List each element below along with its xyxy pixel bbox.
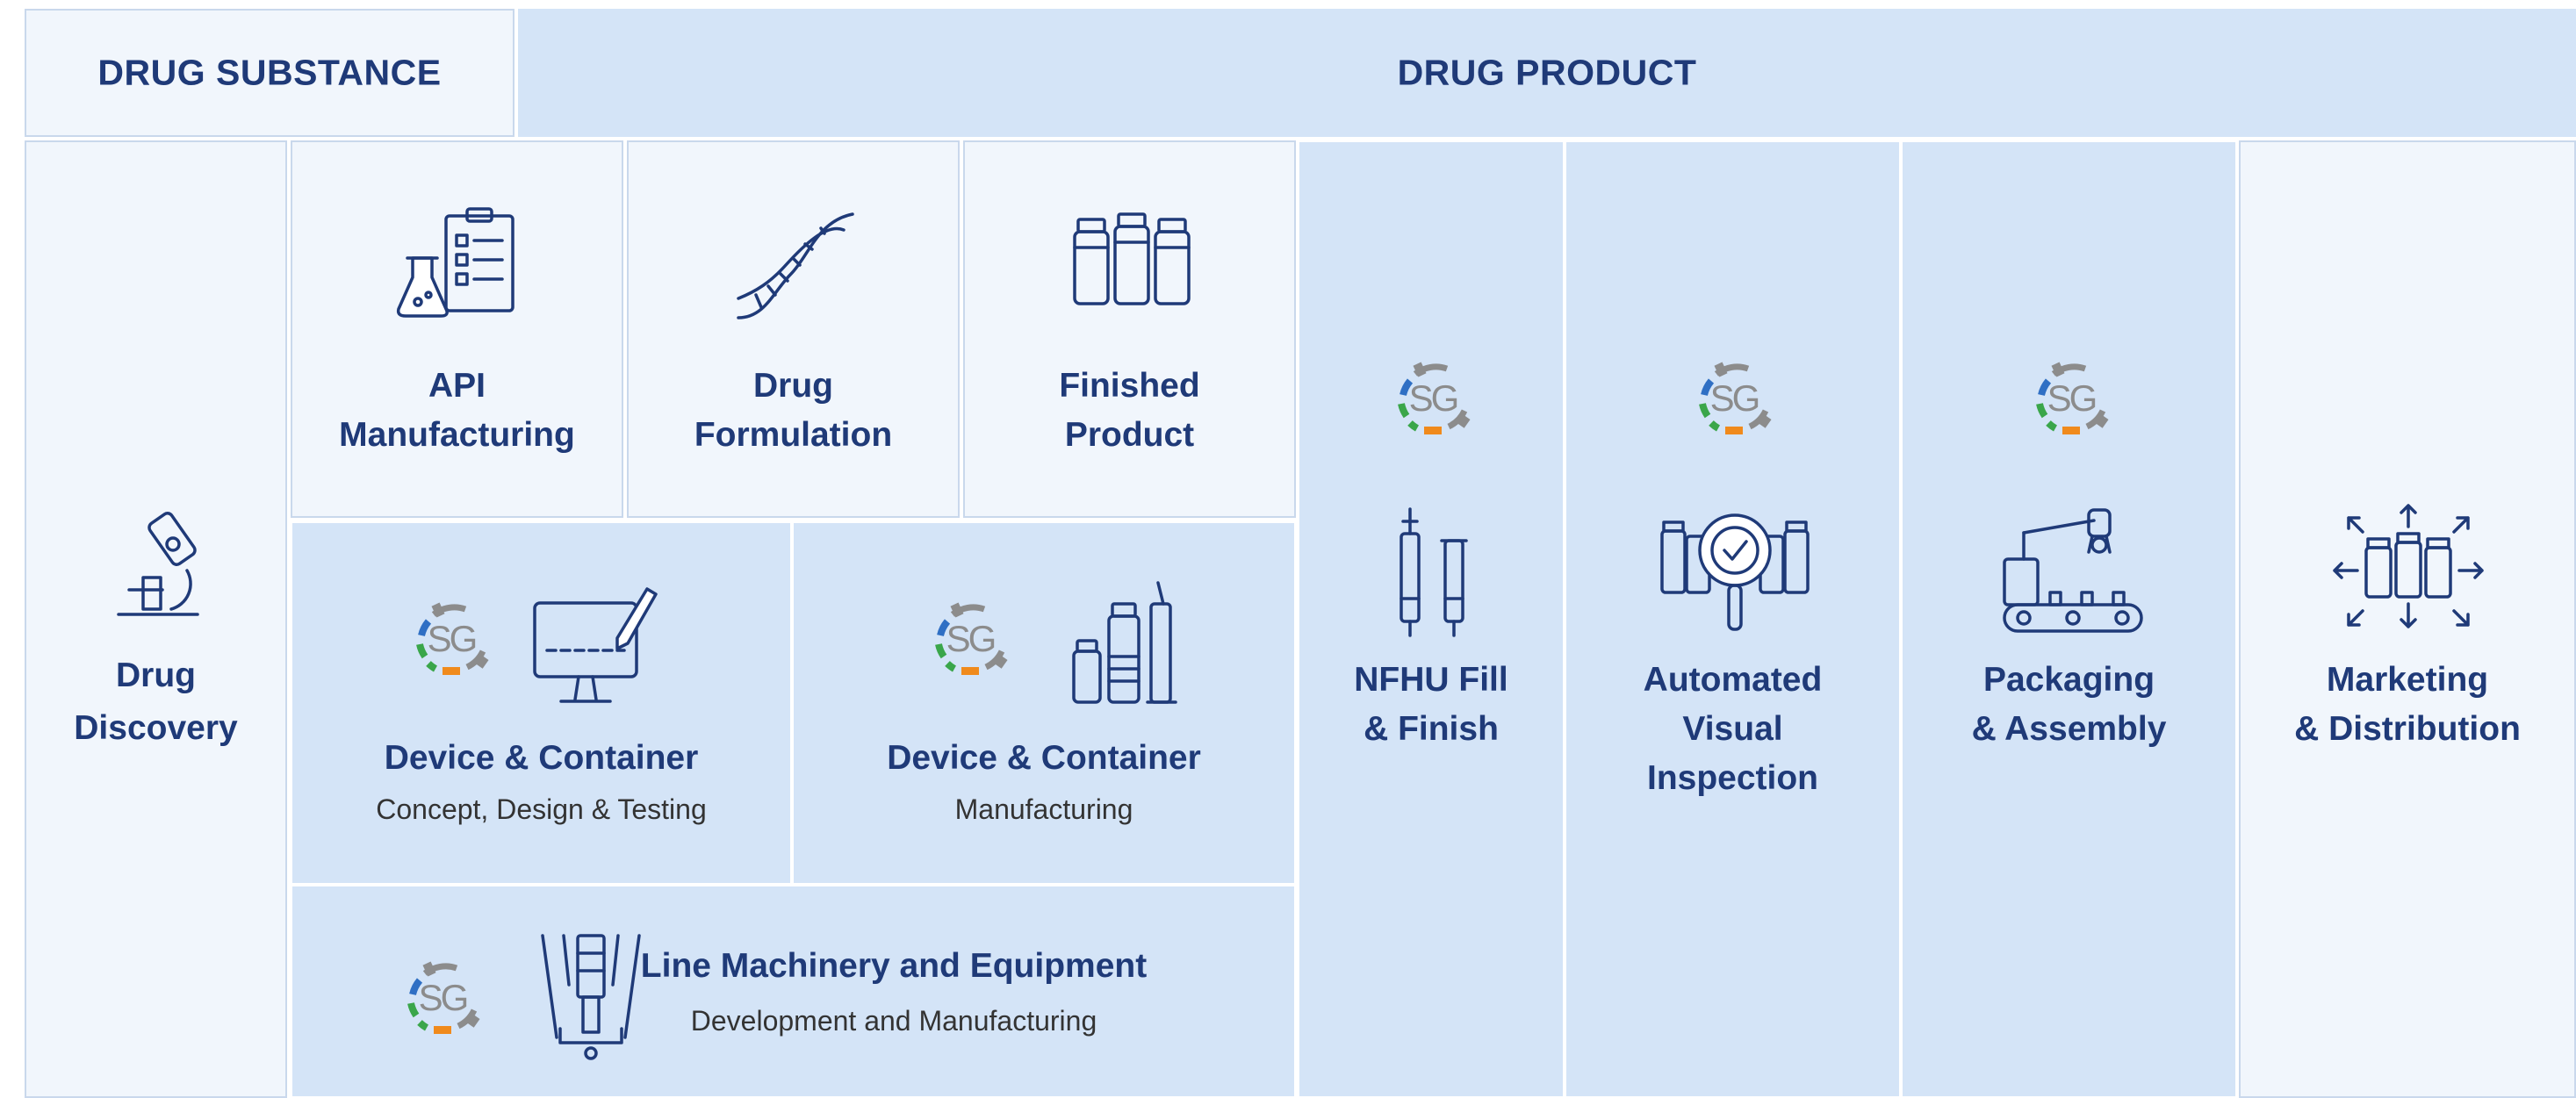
dna-icon (730, 204, 861, 327)
api-label-2: Manufacturing (339, 416, 575, 454)
syringes-icon (1389, 502, 1477, 642)
avi-label-3: Inspection (1646, 759, 1819, 797)
device-design-subtitle: Concept, Design & Testing (376, 793, 707, 825)
machine-icon (534, 932, 648, 1064)
formulation-label-2: Formulation (694, 416, 893, 454)
drug-discovery-label-1: Drug (116, 657, 196, 694)
packaging-label-1: Packaging (1982, 661, 2155, 699)
api-manufacturing-cell: API Manufacturing (291, 140, 623, 518)
avi-label-1: Automated (1643, 661, 1823, 699)
drug-discovery-cell: Drug Discovery (25, 140, 287, 1098)
sg-logo-icon (1384, 353, 1480, 449)
device-design-title: Device & Container (384, 739, 699, 777)
device-mfg-title: Device & Container (887, 739, 1201, 777)
device-container-mfg-cell: Device & Container Manufacturing (792, 521, 1296, 885)
drug-product-header: DRUG PRODUCT (518, 9, 2576, 137)
formulation-label-1: Drug (753, 367, 833, 405)
nfhu-label-1: NFHU Fill (1354, 661, 1508, 699)
marketing-distribution-cell: Marketing & Distribution (2239, 140, 2576, 1098)
sg-logo-icon (2022, 353, 2119, 449)
sg-logo-icon (921, 593, 1018, 690)
drug-substance-title: DRUG SUBSTANCE (97, 52, 442, 93)
marketing-label-2: & Distribution (2294, 710, 2521, 748)
sg-logo-icon (1685, 353, 1781, 449)
marketing-label-1: Marketing (2326, 661, 2489, 699)
drug-substance-header: DRUG SUBSTANCE (25, 9, 514, 137)
sg-logo-icon (393, 952, 490, 1049)
device-container-design-cell: Device & Container Concept, Design & Tes… (291, 521, 792, 885)
drug-product-title: DRUG PRODUCT (1397, 52, 1697, 93)
nfhu-fill-finish-cell: NFHU Fill & Finish (1298, 140, 1565, 1098)
drug-formulation-cell: Drug Formulation (627, 140, 960, 518)
robot-conveyor-icon (1997, 506, 2147, 638)
distribution-icon (2329, 500, 2487, 632)
sg-logo-icon (402, 593, 499, 690)
automated-visual-inspection-cell: Automated Visual Inspection (1565, 140, 1901, 1098)
drug-discovery-label-2: Discovery (74, 709, 238, 747)
packaging-label-2: & Assembly (1971, 710, 2167, 748)
finished-product-cell: Finished Product (963, 140, 1296, 518)
vials-icon (1066, 212, 1198, 309)
magnifier-vials-icon (1659, 506, 1812, 638)
microscope-icon (110, 493, 215, 625)
line-machinery-subtitle: Development and Manufacturing (690, 1005, 1097, 1037)
nfhu-label-2: & Finish (1364, 710, 1499, 748)
monitor-pen-icon (529, 580, 661, 712)
line-machinery-title: Line Machinery and Equipment (640, 947, 1148, 985)
api-label-1: API (428, 367, 486, 405)
device-mfg-subtitle: Manufacturing (954, 793, 1133, 825)
finished-label-2: Product (1064, 416, 1195, 454)
finished-label-1: Finished (1059, 367, 1200, 405)
flask-clipboard-icon (393, 204, 525, 327)
avi-label-2: Visual (1682, 710, 1783, 748)
vials-syringe-icon (1070, 578, 1184, 709)
packaging-assembly-cell: Packaging & Assembly (1901, 140, 2237, 1098)
line-machinery-cell: Line Machinery and Equipment Development… (291, 885, 1296, 1098)
